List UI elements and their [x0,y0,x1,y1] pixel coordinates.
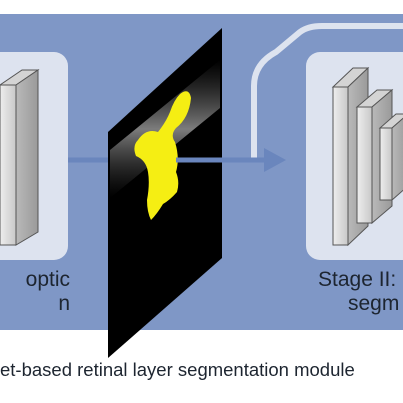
stage1-network [0,69,40,246]
stage2-slab3-side [391,117,403,202]
stage1-label-line1: optic [25,268,70,291]
stage2-label-line1: Stage II: I [318,268,403,291]
stage2-label-line2: segm [348,292,400,315]
oct-slice [108,28,222,358]
stage2-label: Stage II: I segm [318,268,403,316]
segmentation-mask [134,91,191,221]
connector-arrowhead [264,148,286,172]
stage1-label-line2: n [58,292,70,315]
stage1-label: optic n [0,268,70,316]
stage2-slab1-front [332,86,349,246]
stage2-network [331,66,403,247]
skip-connector [251,23,403,160]
stage1-slab-front [0,84,17,246]
stage2-slab3-front [379,127,393,201]
module-caption: et-based retinal layer segmentation modu… [0,359,355,380]
stage1-slab-side [15,69,39,246]
stage2-slab2-front [356,106,373,224]
